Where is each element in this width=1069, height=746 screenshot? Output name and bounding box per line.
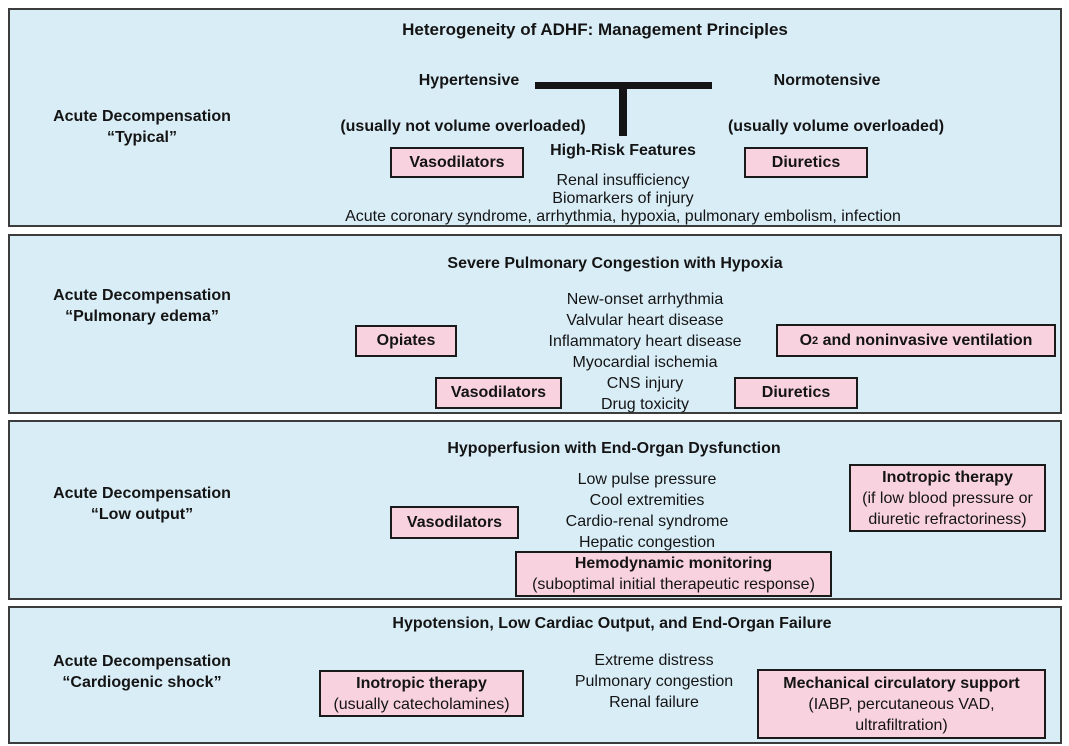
panel-typical: Heterogeneity of ADHF: Management Princi… — [8, 8, 1062, 227]
vasodilators-box: Vasodilators — [435, 377, 562, 409]
high-risk-item: Biomarkers of injury — [552, 190, 694, 207]
cause-item: New-onset arrhythmia — [566, 291, 724, 308]
o2-box-text: and noninvasive ventilation — [822, 331, 1033, 349]
sign-list: Extreme distress Pulmonary congestion Re… — [575, 650, 733, 713]
panel-title: Severe Pulmonary Congestion with Hypoxia — [447, 255, 783, 272]
cause-item: Drug toxicity — [600, 396, 690, 413]
box-title: Inotropic therapy — [882, 468, 1013, 486]
side-label-low-output: Acute Decompensation “Low output” — [53, 483, 231, 525]
cause-list: New-onset arrhythmia Valvular heart dise… — [549, 289, 742, 415]
diuretics-box: Diuretics — [744, 147, 868, 178]
box-title: Hemodynamic monitoring — [574, 555, 773, 572]
branch-hypertensive-label: Hypertensive — [418, 72, 520, 89]
side-label-pulmonary-edema: Acute Decompensation “Pulmonary edema” — [53, 285, 231, 327]
box-subtext: (suboptimal initial therapeutic response… — [532, 576, 815, 593]
sign-item: Pulmonary congestion — [574, 673, 734, 690]
sign-item: Hepatic congestion — [578, 534, 716, 551]
side-label-line1: Acute Decompensation — [53, 108, 231, 125]
hemodynamic-monitoring-box: Hemodynamic monitoring (suboptimal initi… — [515, 551, 832, 597]
sign-item: Cardio-renal syndrome — [565, 513, 729, 530]
panel-low-output: Hypoperfusion with End-Organ Dysfunction… — [8, 420, 1062, 600]
box-title: Mechanical circulatory support — [783, 674, 1020, 692]
hypertensive-qualifier: (usually not volume overloaded) — [340, 118, 586, 135]
box-subtext: diuretic refractoriness) — [868, 510, 1027, 528]
side-label-line2: “Cardiogenic shock” — [62, 674, 222, 691]
o2-symbol: O — [799, 331, 813, 349]
mechanical-circulatory-support-box: Mechanical circulatory support (IABP, pe… — [757, 669, 1046, 739]
diuretics-box: Diuretics — [734, 377, 858, 409]
vasodilators-box: Vasodilators — [390, 506, 519, 539]
cause-item: Valvular heart disease — [566, 312, 724, 329]
opiates-box: Opiates — [355, 325, 457, 357]
side-label-cardiogenic-shock: Acute Decompensation “Cardiogenic shock” — [53, 651, 231, 693]
box-subtext: (IABP, percutaneous VAD, — [808, 695, 995, 713]
cause-item: Myocardial ischemia — [572, 354, 718, 371]
side-label-line2: “Pulmonary edema” — [65, 308, 219, 325]
high-risk-item: Renal insufficiency — [556, 172, 690, 189]
panel-title: Hypoperfusion with End-Organ Dysfunction — [447, 440, 781, 457]
side-label-line2: “Low output” — [90, 506, 194, 523]
cause-item: Inflammatory heart disease — [548, 333, 742, 350]
side-label-line1: Acute Decompensation — [53, 485, 231, 502]
normotensive-qualifier: (usually volume overloaded) — [727, 118, 945, 135]
panel-title: Hypotension, Low Cardiac Output, and End… — [392, 615, 832, 632]
branch-connector-stem — [619, 82, 627, 136]
vasodilators-box: Vasodilators — [390, 147, 524, 178]
sign-item: Renal failure — [609, 694, 699, 711]
inotropic-therapy-box: Inotropic therapy (if low blood pressure… — [849, 464, 1046, 532]
box-subtext: (if low blood pressure or — [862, 489, 1033, 507]
box-title: Inotropic therapy — [356, 674, 487, 692]
side-label-line1: Acute Decompensation — [53, 287, 231, 304]
high-risk-feature-list: Renal insufficiency Biomarkers of injury… — [345, 172, 901, 226]
sign-item: Low pulse pressure — [577, 471, 717, 488]
high-risk-item: Acute coronary syndrome, arrhythmia, hyp… — [345, 208, 901, 225]
panel-pulmonary-edema: Severe Pulmonary Congestion with Hypoxia… — [8, 234, 1062, 414]
diagram-title: Heterogeneity of ADHF: Management Princi… — [402, 20, 788, 39]
inotropic-therapy-box: Inotropic therapy (usually catecholamine… — [319, 670, 524, 717]
box-subtext: (usually catecholamines) — [333, 695, 510, 713]
panel-cardiogenic-shock: Hypotension, Low Cardiac Output, and End… — [8, 606, 1062, 744]
branch-normotensive-label: Normotensive — [773, 72, 881, 89]
sign-list: Low pulse pressure Cool extremities Card… — [566, 469, 729, 553]
sign-item: Extreme distress — [594, 652, 714, 669]
cause-item: CNS injury — [606, 375, 684, 392]
side-label-line2: “Typical” — [107, 129, 177, 146]
box-subtext: ultrafiltration) — [855, 716, 948, 734]
high-risk-features-heading: High-Risk Features — [550, 142, 696, 159]
side-label-typical: Acute Decompensation “Typical” — [53, 106, 231, 148]
sign-item: Cool extremities — [589, 492, 705, 509]
side-label-line1: Acute Decompensation — [53, 653, 231, 670]
